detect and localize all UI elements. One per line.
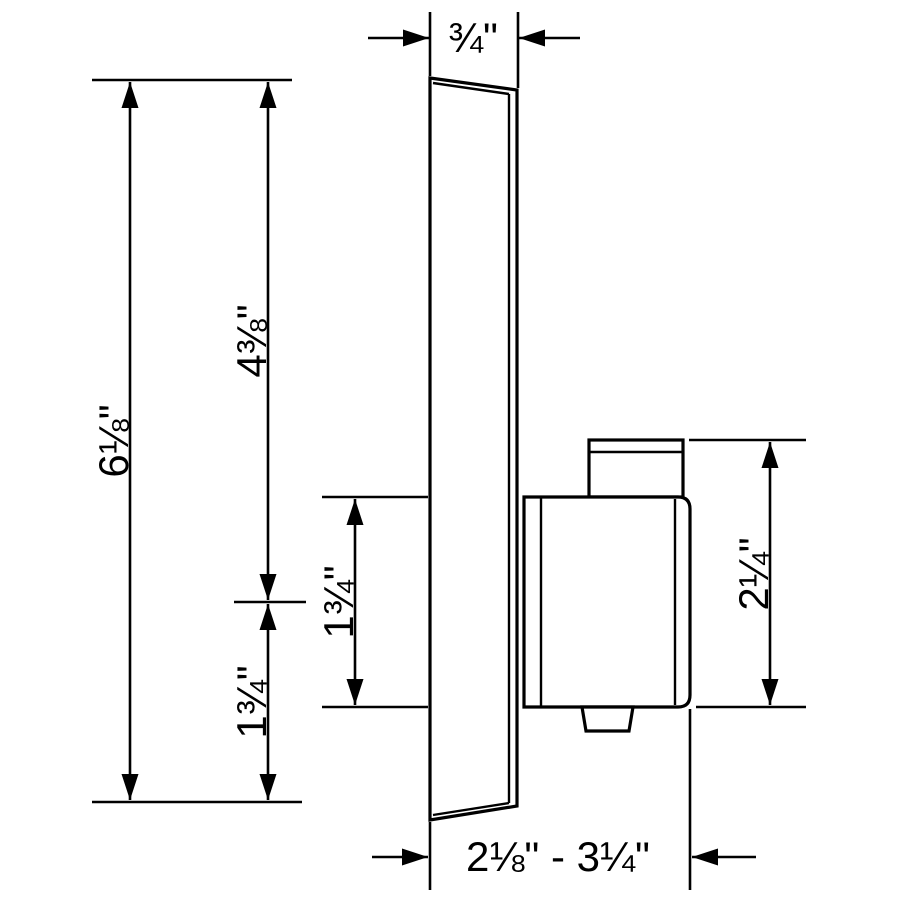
handle-body [522, 495, 692, 709]
top-to-center-label: 4⅜" [228, 304, 275, 377]
plate-inner-top-edge [432, 81, 510, 96]
plate-outline [428, 76, 519, 822]
plate-thickness-label: ¾" [448, 14, 498, 61]
handle-overall-height-label: 2¼" [730, 537, 777, 610]
plate-inner-bottom-edge [432, 801, 510, 817]
overall-height-label: 6⅛" [90, 404, 137, 477]
dim-plate-thickness: ¾" [368, 12, 580, 88]
trim-plate [428, 76, 519, 822]
dim-handle-body-height: 1¾" [315, 495, 428, 709]
handle-bottom-notch [580, 705, 635, 733]
dim-center-to-bottom: 1¾" [228, 604, 277, 800]
handle-knob [587, 438, 685, 499]
handle-body-height-label: 1¾" [315, 565, 362, 638]
handle [522, 438, 692, 733]
dim-top-to-center: 4⅜" [228, 82, 306, 604]
center-to-bottom-label: 1¾" [228, 665, 275, 738]
dim-handle-overall-height: 2¼" [689, 438, 806, 709]
dim-overall-height: 6⅛" [90, 78, 302, 804]
depth-range-label: 2⅛" - 3¼" [466, 833, 650, 880]
dim-depth-range: 2⅛" - 3¼" [372, 709, 756, 890]
